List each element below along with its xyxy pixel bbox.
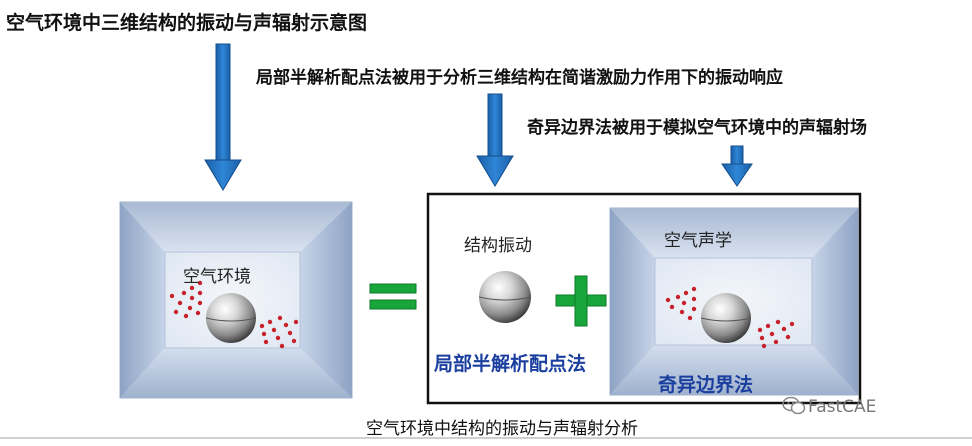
air-acoustics-label: 空气声学 [664, 231, 732, 251]
radiation-dots-right-2 [757, 319, 795, 349]
plus-sign [555, 275, 607, 327]
local-method-description: 局部半解析配点法被用于分析三维结构在简谐激励力作用下的振动响应 [256, 68, 783, 88]
watermark-text: FastCAE [808, 397, 877, 417]
local-method-label: 局部半解析配点法 [434, 353, 587, 375]
sphere-left [205, 293, 257, 343]
radiation-dots-left [169, 280, 203, 319]
singular-method-description: 奇异边界法被用于模拟空气环境中的声辐射场 [527, 118, 867, 138]
equals-sign [369, 283, 417, 310]
structural-vibration-label: 结构振动 [464, 236, 532, 256]
bottom-divider [0, 437, 972, 439]
wechat-icon [782, 396, 806, 415]
down-arrow-left [204, 43, 242, 191]
air-environment-label: 空气环境 [183, 267, 251, 287]
radiation-dots-right [665, 286, 697, 321]
figure-caption: 空气环境中结构的振动与声辐射分析 [366, 419, 638, 439]
sphere-right [700, 293, 752, 343]
radiation-dots-left-2 [259, 315, 299, 349]
sphere-middle [478, 271, 532, 323]
diagram-title: 空气环境中三维结构的振动与声辐射示意图 [6, 12, 368, 34]
singular-method-label: 奇异边界法 [658, 374, 754, 396]
method-frame [426, 192, 862, 405]
down-arrow-middle [476, 93, 514, 187]
down-arrow-right [721, 145, 753, 187]
